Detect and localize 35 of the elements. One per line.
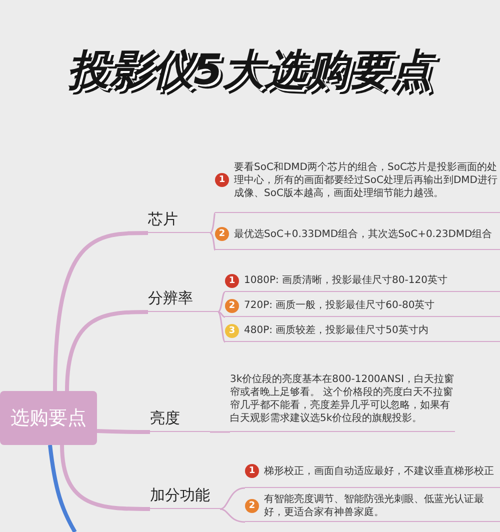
- branch-line: [48, 444, 77, 532]
- branch-line: [220, 487, 246, 510]
- number-badge: 2: [215, 227, 229, 241]
- branch-line: [96, 429, 150, 434]
- number-badge: 3: [225, 324, 239, 338]
- root-topic-box: 选购要点: [0, 391, 97, 445]
- number-badge: 2: [225, 298, 239, 312]
- branch-topic: 分辨率: [148, 287, 218, 312]
- branch-line: [210, 212, 216, 234]
- item-text: 要看SoC和DMD两个芯片的组合，SoC芯片是投影画面的处理中心，所有的画面都要经过SoC处理后再输出到DMD进行成像、SoC版本越高，画面处理细节能力越强。: [234, 160, 498, 200]
- item-text: 梯形校正，画面自动适应最好，不建议垂直梯形校正: [264, 464, 494, 478]
- item-text: 有智能亮度调节、智能防强光刺眼、低蓝光认证最好，更适合家有神兽家庭。: [264, 493, 485, 519]
- branch-line: [218, 311, 226, 318]
- branch-line: [218, 291, 226, 313]
- number-badge: 2: [245, 499, 259, 513]
- item-text: 1080P: 画质清晰，投影最佳尺寸80-120英寸: [244, 274, 448, 287]
- item-text: 最优选SoC+0.33DMD组合，其次选SoC+0.23DMD组合: [234, 228, 492, 240]
- number-badge: 1: [215, 173, 229, 187]
- item-text: 3k价位段的亮度基本在800-1200ANSI，白天拉窗帘或者晚上足够看。 这个价格段的亮度白天不拉窗帘几乎都不能看，亮度差异几乎可以忽略，如果有白天观影需求建议选5k价位段的旗舰投影。: [230, 372, 455, 424]
- branch-line: [220, 508, 246, 523]
- branch-line: [210, 232, 216, 250]
- number-badge: 1: [225, 274, 239, 288]
- leaf-item: [245, 491, 500, 522]
- item-text: 480P: 画质较差，投影最佳尺寸50英寸内: [244, 324, 428, 337]
- branch-line: [210, 431, 230, 433]
- title: 投影仪5大选购要点: [0, 42, 500, 98]
- branch-line: [53, 231, 148, 392]
- branch-topic: 加分功能: [150, 484, 220, 509]
- branch-line: [60, 444, 150, 511]
- branch-topic: 亮度: [150, 407, 210, 432]
- branch-line: [218, 311, 226, 342]
- branch-topic: 芯片: [148, 204, 210, 233]
- number-badge: 1: [245, 464, 259, 478]
- item-text: 720P: 画质一般，投影最佳尺寸60-80英寸: [244, 299, 435, 312]
- branch-line: [65, 310, 148, 392]
